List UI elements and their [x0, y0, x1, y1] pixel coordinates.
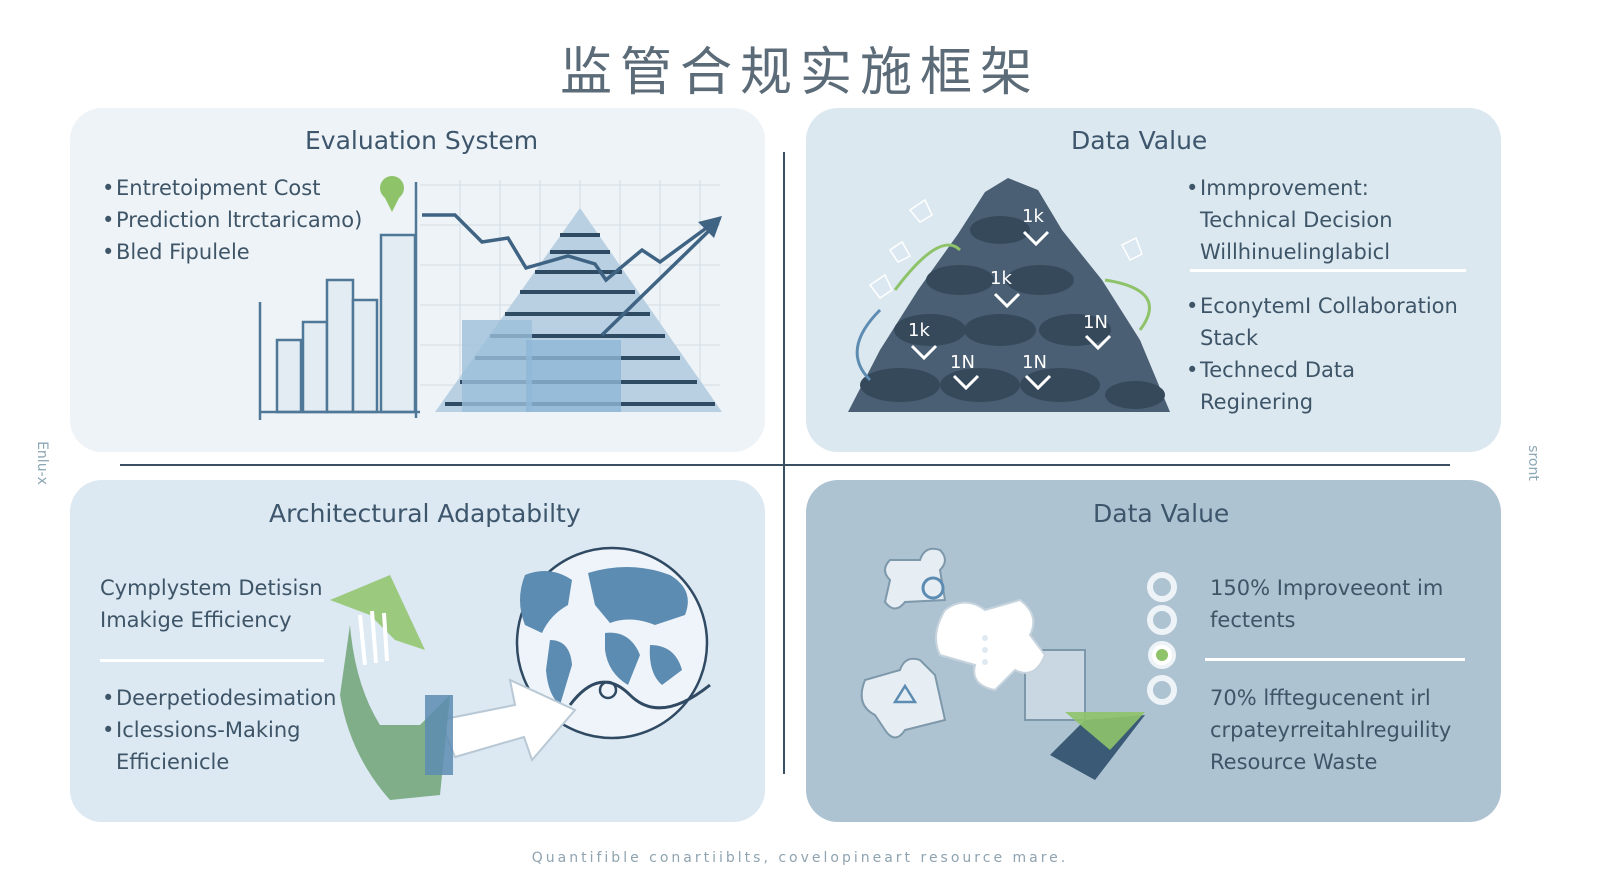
evaluation-bullet-3: •Bled Fipulele: [102, 240, 250, 264]
left-side-label: Enlu-x: [33, 441, 50, 485]
node-label-3: 1k: [908, 320, 930, 341]
data-value-top-bullet-2: •EconytemI Collaboration Stack: [1186, 294, 1458, 350]
puzzle-ring-icon: [921, 576, 945, 600]
green-down-arrow-icon: [1065, 712, 1145, 750]
stat-ring-icon-2: [1147, 605, 1177, 635]
data-value-bottom-stat-1: 150% Improveeont im fectents: [1210, 576, 1444, 632]
data-value-bottom-stat-2: 70% lfftegucenent irl crpateyrreitahlreg…: [1210, 686, 1452, 774]
node-label-5: 1N: [950, 352, 975, 373]
data-value-top-title: Data Value: [1071, 126, 1208, 155]
stack-block-2: [526, 340, 621, 412]
node-labels: 1k 1k 1k 1N 1N 1N: [908, 206, 1108, 373]
evaluation-illustration: [258, 176, 722, 420]
page-title: 监管合规实施框架: [559, 43, 1040, 103]
green-up-arrow-icon: [330, 575, 425, 650]
architectural-bullet-2: •Iclessions-Making Efficienicle: [102, 718, 301, 774]
forward-arrow-icon: [438, 678, 577, 762]
data-value-bottom-title: Data Value: [1093, 499, 1230, 528]
evaluation-bullet-2: •Prediction ltrctaricamo): [102, 208, 363, 232]
data-mountain-illustration: 1k 1k 1k 1N 1N 1N: [848, 178, 1170, 412]
stack-block-1: [462, 320, 532, 412]
vertical-divider: [783, 152, 785, 774]
architectural-illustration: [330, 546, 711, 800]
footer-caption: Quantifible conartiiblts, covelopineart …: [531, 850, 1069, 866]
stat-ring-icon-1: [1147, 572, 1177, 602]
puzzle-dots: [982, 635, 988, 665]
evaluation-title: Evaluation System: [305, 126, 539, 155]
trend-line: [422, 213, 722, 283]
data-value-top-bullet-3: •Technecd Data Reginering: [1186, 358, 1355, 414]
right-side-label: sront: [1524, 445, 1541, 481]
globe-pin-icon: [598, 680, 618, 700]
green-pin-icon: [380, 176, 404, 200]
evaluation-bullet-1: •Entretoipment Cost: [102, 176, 321, 200]
node-label-6: 1N: [1022, 352, 1047, 373]
data-value-top-bullet-1: •Immprovement: Technical Decision Willhi…: [1186, 176, 1393, 264]
node-label-4: 1N: [1083, 312, 1108, 333]
floating-arrow-icons: [868, 198, 1143, 300]
data-value-top-separator: [1190, 269, 1466, 272]
horizontal-divider: [120, 464, 1450, 466]
triangle-icon: [892, 683, 918, 704]
data-value-bottom-separator: [1205, 658, 1465, 661]
stat-ring-icons: [1147, 572, 1177, 705]
bar-group: [275, 233, 417, 414]
architectural-intro: Cymplystem Detisisn Imakige Efficiency: [100, 576, 323, 632]
node-label-2: 1k: [990, 268, 1012, 289]
architectural-title: Architectural Adaptabilty: [269, 499, 581, 528]
globe-continents: [520, 566, 688, 705]
architectural-bullet-1: •Deerpetiodesimation: [102, 686, 337, 710]
trend-arrow-head: [698, 216, 722, 238]
architectural-separator: [100, 659, 324, 662]
puzzle-pieces: [860, 547, 1086, 739]
puzzle-illustration: [860, 547, 1145, 780]
mountain-rocks: [860, 216, 1165, 409]
node-chevrons: [910, 230, 1112, 391]
stat-ring-icon-4: [1147, 675, 1177, 705]
center-puzzle-piece: [935, 598, 1047, 692]
node-label-1: 1k: [1022, 206, 1044, 227]
hand-icon: [340, 625, 450, 800]
